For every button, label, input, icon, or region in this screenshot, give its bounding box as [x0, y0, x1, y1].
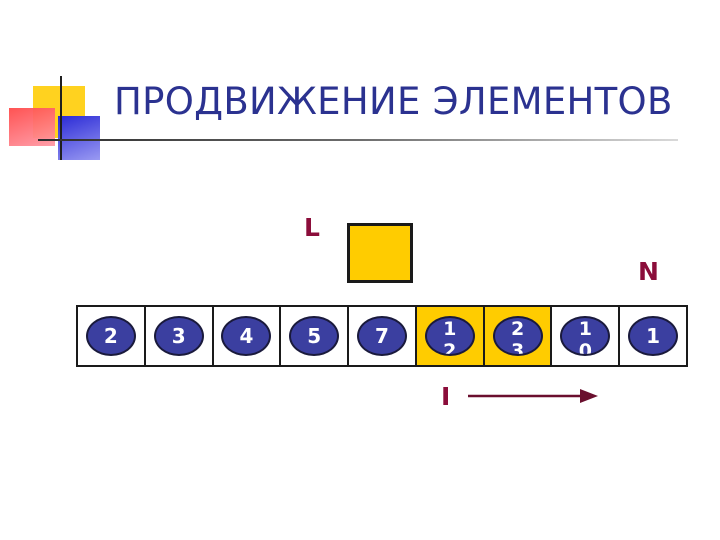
array-element: 7 — [357, 316, 408, 356]
array-cell: 10 — [552, 307, 621, 365]
direction-arrow-icon — [468, 389, 598, 403]
array-element: 5 — [289, 316, 340, 356]
buffer-cell — [347, 223, 413, 283]
array-element: 23 — [492, 316, 543, 356]
ornament-blue-square — [58, 116, 100, 160]
array-cell: 4 — [213, 307, 282, 365]
array-cell: 1 — [620, 307, 687, 365]
array-cell: 23 — [484, 307, 553, 365]
slide-title: ПРОДВИЖЕНИЕ ЭЛЕМЕНТОВ — [114, 80, 673, 123]
marker-i: I — [441, 382, 451, 411]
array-cell: 3 — [145, 307, 214, 365]
array-cell: 12 — [416, 307, 485, 365]
array-cell: 5 — [281, 307, 350, 365]
title-ornament — [0, 0, 110, 170]
array-element: 12 — [424, 316, 475, 356]
array-element: 1 — [628, 316, 679, 356]
title-underline — [38, 139, 678, 141]
array-element: 4 — [221, 316, 272, 356]
array-cell: 7 — [349, 307, 417, 365]
marker-l: L — [304, 213, 320, 242]
ornament-vertical-line — [60, 76, 62, 160]
array-element: 3 — [153, 316, 204, 356]
array-element: 2 — [85, 316, 136, 356]
array-element: 10 — [560, 316, 611, 356]
array-cell: 2 — [78, 307, 146, 365]
marker-n: N — [638, 257, 659, 286]
